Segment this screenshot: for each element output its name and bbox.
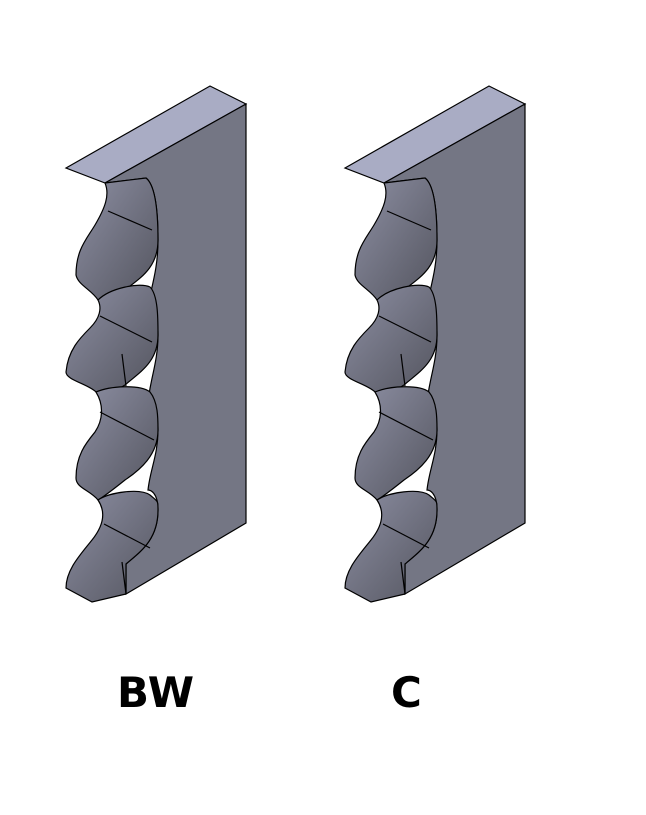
blade-bw-tooth-1 xyxy=(75,177,159,301)
blade-c-model xyxy=(343,85,527,603)
blade-bw-label: BW xyxy=(117,668,196,717)
blade-bw-tooth-4 xyxy=(65,490,159,603)
blade-bw-model xyxy=(64,85,248,603)
blade-bw-tooth-3 xyxy=(75,386,159,501)
blade-c-label: C xyxy=(391,668,423,717)
blade-c-tooth-3 xyxy=(354,386,438,501)
blade-c-tooth-4 xyxy=(344,490,438,603)
blade-c-tooth-1 xyxy=(354,177,438,301)
